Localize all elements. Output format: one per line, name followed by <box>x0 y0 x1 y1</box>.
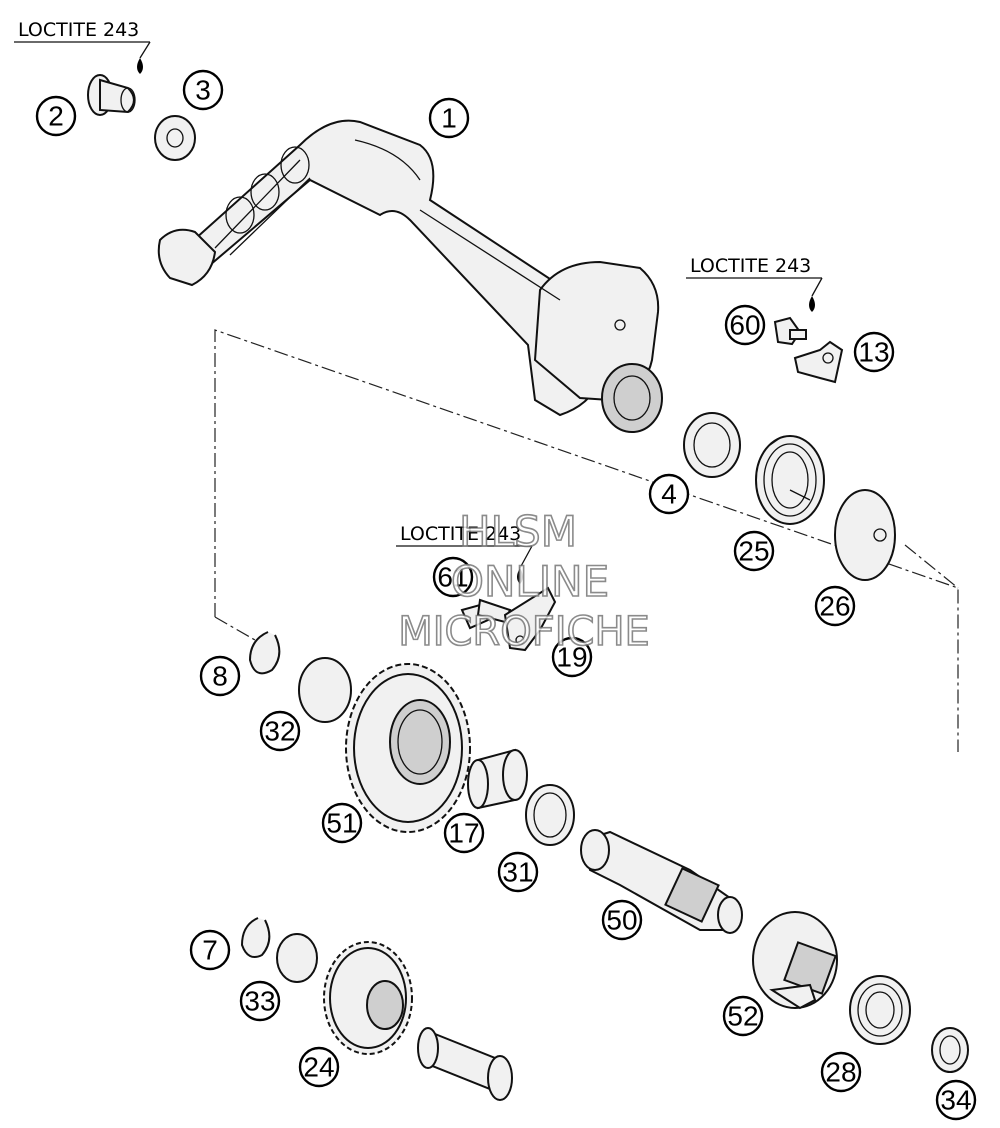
washer-part-3 <box>154 115 196 161</box>
washer-part-31 <box>525 784 575 846</box>
svg-text:2: 2 <box>48 101 64 132</box>
callout-7: 7 <box>189 929 231 971</box>
svg-text:7: 7 <box>202 935 218 966</box>
drop-icon-a <box>137 58 143 74</box>
svg-text:60: 60 <box>729 310 760 341</box>
kick-shaft-part-50 <box>580 829 743 934</box>
loctite-text-c: LOCTITE 243 <box>400 523 521 545</box>
svg-text:28: 28 <box>825 1057 856 1088</box>
washer-part-32 <box>298 657 352 723</box>
callout-4: 4 <box>648 473 690 515</box>
bracket-part-13 <box>793 340 844 384</box>
kick-lever-part <box>157 119 663 433</box>
svg-text:13: 13 <box>858 337 889 368</box>
kick-gear-part-51 <box>345 663 471 833</box>
svg-text:26: 26 <box>819 591 850 622</box>
disc-part-26 <box>834 489 896 581</box>
loctite-label-b: LOCTITE 243 <box>686 255 823 312</box>
watermark-line-2: ONLINE <box>451 557 609 606</box>
gear-shaft-part <box>417 1027 513 1101</box>
svg-text:4: 4 <box>661 479 677 510</box>
svg-text:51: 51 <box>326 808 357 839</box>
loctite-text-b: LOCTITE 243 <box>690 255 811 277</box>
callout-25: 25 <box>733 530 775 572</box>
washer-part-34 <box>931 1027 969 1073</box>
screw-part-61 <box>460 598 512 630</box>
washer-part-33 <box>276 933 318 983</box>
svg-text:25: 25 <box>738 536 769 567</box>
svg-text:1: 1 <box>441 103 457 134</box>
drop-icon-b <box>809 296 815 312</box>
callout-61: 61 <box>432 556 474 598</box>
svg-text:50: 50 <box>606 905 637 936</box>
bolt-part-60 <box>773 316 807 346</box>
watermark: HLSM ONLINE MICROFICHE <box>397 506 650 656</box>
intermediate-gear-part-24 <box>323 941 413 1055</box>
circlip-part-7 <box>240 917 271 958</box>
svg-text:52: 52 <box>727 1001 758 1032</box>
callout-60: 60 <box>724 304 766 346</box>
svg-text:33: 33 <box>244 986 275 1017</box>
guide-part-19 <box>503 586 557 652</box>
spring-part-28 <box>849 975 911 1045</box>
svg-text:3: 3 <box>195 75 211 106</box>
callout-28: 28 <box>820 1051 862 1093</box>
loctite-text-a: LOCTITE 243 <box>18 19 139 41</box>
svg-text:61: 61 <box>437 562 468 593</box>
watermark-line-1: HLSM <box>459 507 577 556</box>
loctite-label-a: LOCTITE 243 <box>14 19 151 74</box>
svg-text:17: 17 <box>448 818 479 849</box>
callout-1: 1 <box>428 97 470 139</box>
callout-52: 52 <box>722 995 764 1037</box>
callout-3: 3 <box>182 69 224 111</box>
svg-text:31: 31 <box>502 857 533 888</box>
pin-part <box>87 74 136 116</box>
ratchet-part-52 <box>752 911 838 1010</box>
callout-32: 32 <box>259 710 301 752</box>
callout-13: 13 <box>853 331 895 373</box>
callout-33: 33 <box>239 980 281 1022</box>
washer-part-4 <box>683 412 741 478</box>
callout-17: 17 <box>443 812 485 854</box>
drop-icon-c <box>517 568 523 584</box>
loctite-label-c: LOCTITE 243 <box>396 523 533 584</box>
needle-bearing-part-17 <box>467 748 528 810</box>
svg-text:34: 34 <box>940 1085 971 1116</box>
svg-text:32: 32 <box>264 716 295 747</box>
kick-spring-part-25 <box>755 435 825 525</box>
callout-31: 31 <box>497 851 539 893</box>
circlip-part-8 <box>248 631 281 675</box>
callout-26: 26 <box>814 585 856 627</box>
callout-51: 51 <box>321 802 363 844</box>
svg-text:8: 8 <box>212 661 228 692</box>
callout-2: 2 <box>35 95 77 137</box>
callout-34: 34 <box>935 1079 977 1121</box>
callout-8: 8 <box>199 655 241 697</box>
svg-text:24: 24 <box>303 1052 334 1083</box>
assembly-guide-lines <box>214 329 959 752</box>
callout-50: 50 <box>601 899 643 941</box>
watermark-line-3: MICROFICHE <box>398 609 650 655</box>
svg-text:19: 19 <box>556 642 587 673</box>
callout-19: 19 <box>551 636 593 678</box>
callout-24: 24 <box>298 1046 340 1088</box>
